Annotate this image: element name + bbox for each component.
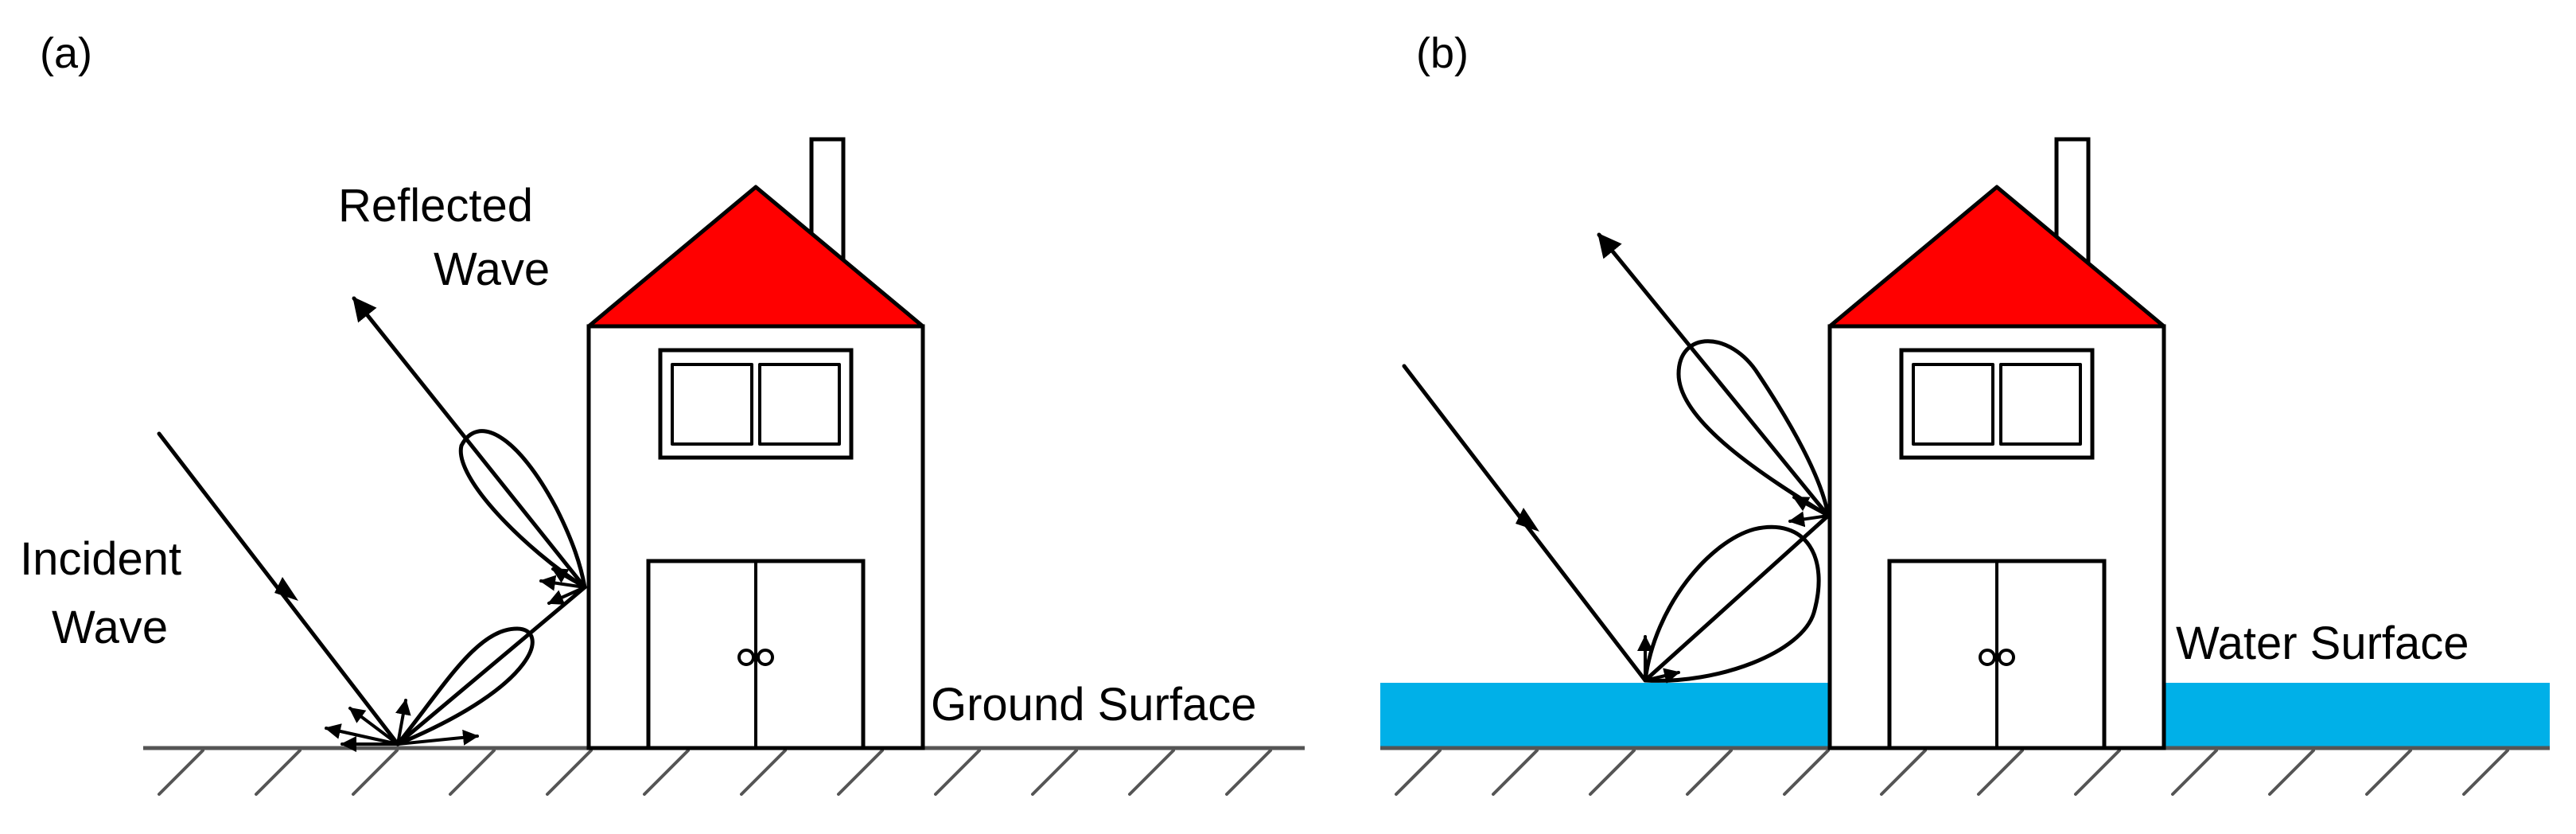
wall-arrow-1 (539, 575, 586, 591)
scatter-arrow-1 (325, 723, 399, 746)
hatch-line (1880, 749, 1927, 796)
window-pane-left-b (1912, 363, 1994, 446)
incident-wave-arrowhead (274, 577, 298, 601)
reflected-wave-arrow-b (1597, 232, 1831, 518)
ground-surface-label: Ground Surface (931, 679, 1256, 731)
scatter-arrow-5 (396, 729, 479, 746)
door-knob-left (737, 649, 755, 666)
hatch-line (934, 749, 981, 796)
hatch-line (837, 749, 884, 796)
water-arrow-right (1644, 668, 1680, 684)
roof-b (1827, 185, 2166, 329)
house-a (586, 137, 925, 750)
house-b (1827, 137, 2166, 750)
reflected-wave-arrow (352, 296, 587, 590)
scatter-arrow-3 (395, 699, 411, 746)
door-knob-left-b (1979, 649, 1996, 666)
panel-b: (b) Water (1380, 29, 2550, 796)
hatch-line (158, 749, 204, 796)
hatch-line (352, 749, 399, 796)
hatch-line (255, 749, 302, 796)
incident-label-line2: Wave (52, 602, 168, 653)
hatch-line (1686, 749, 1733, 796)
ground-to-wall-ray (395, 585, 587, 746)
reflected-label-line1: Reflected (338, 180, 533, 232)
window-pane-right (758, 363, 841, 446)
hatch-line (1977, 749, 2024, 796)
wall-scatter-lobe (458, 429, 587, 590)
door-knob-right-b (1998, 649, 2015, 666)
wall-arrow-3 (551, 567, 586, 589)
ground-scatter-lobe (395, 626, 535, 746)
hatch-line (546, 749, 593, 796)
hatch-line (2171, 749, 2218, 796)
panel-a-label: (a) (40, 29, 92, 77)
wall-arrow-b1 (1788, 511, 1830, 528)
wall-arrow-b2 (1792, 496, 1830, 517)
window-frame (658, 348, 854, 460)
water-surface-label: Water Surface (2176, 618, 2469, 669)
door-knob-right (757, 649, 774, 666)
hatch-line (2268, 749, 2315, 796)
panel-b-label: (b) (1416, 29, 1469, 77)
window-pane-left (671, 363, 753, 446)
hatch-line (1783, 749, 1830, 796)
hatch-line (2462, 749, 2509, 796)
hatch-line (1589, 749, 1636, 796)
wall-scatter-lobe-b (1676, 339, 1831, 518)
reflected-label-line2: Wave (434, 244, 550, 295)
window-pane-right-b (1999, 363, 2082, 446)
hatch-line (2074, 749, 2121, 796)
hatch-line (1225, 749, 1272, 796)
roof (586, 185, 925, 329)
hatch-line (643, 749, 690, 796)
water-to-wall-ray (1643, 513, 1831, 683)
hatch-line (2365, 749, 2412, 796)
ground-hatching-b (1395, 749, 2509, 796)
hatch-line (1031, 749, 1078, 796)
scatter-arrow-2 (348, 707, 399, 746)
water-scatter-lobe (1643, 524, 1821, 683)
incident-wave-arrowhead-b (1516, 508, 1539, 532)
wall-arrow-2 (547, 586, 586, 605)
hatch-line (449, 749, 496, 796)
window-frame-b (1899, 348, 2095, 460)
hatch-line (1395, 749, 1442, 796)
hatch-line (1492, 749, 1539, 796)
incident-label-line1: Incident (20, 533, 181, 585)
hatch-line (1128, 749, 1175, 796)
hatch-line (740, 749, 787, 796)
panel-a: (a) (20, 29, 1305, 796)
ground-hatching (158, 749, 1272, 796)
